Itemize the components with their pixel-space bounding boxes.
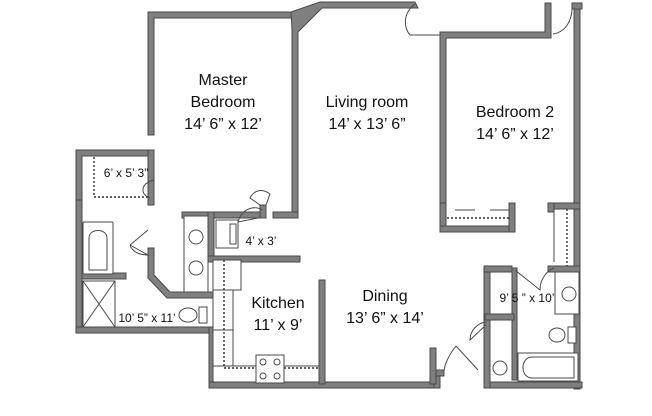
fixtures	[82, 157, 580, 384]
bedroom2-dims: 14’ 6” x 12’	[476, 126, 554, 143]
living-room-dims: 14’ x 13’ 6”	[328, 116, 405, 133]
master-bedroom-dims: 14’ 6” x 12’	[184, 116, 262, 133]
master-bedroom-name-2: Bedroom	[191, 94, 256, 111]
laundry-dims: 4’ x 3’	[246, 234, 277, 248]
master-bedroom-name-1: Master	[199, 72, 249, 89]
bath2-dims: 9’ 5 ” x 10’	[500, 291, 555, 305]
walkin-closet-dims: 6’ x 5’ 3”	[104, 166, 148, 180]
kitchen-dims: 11’ x 9’	[254, 317, 303, 334]
room-labels: Master Bedroom 14’ 6” x 12’ Living room …	[104, 72, 555, 334]
bedroom2-name: Bedroom 2	[476, 104, 554, 121]
dining-name: Dining	[362, 288, 407, 305]
master-bath-dims: 10’ 5” x 11’	[118, 311, 175, 325]
dining-dims: 13’ 6” x 14’	[346, 310, 424, 327]
living-room-name: Living room	[326, 94, 409, 111]
kitchen-name: Kitchen	[251, 295, 304, 312]
